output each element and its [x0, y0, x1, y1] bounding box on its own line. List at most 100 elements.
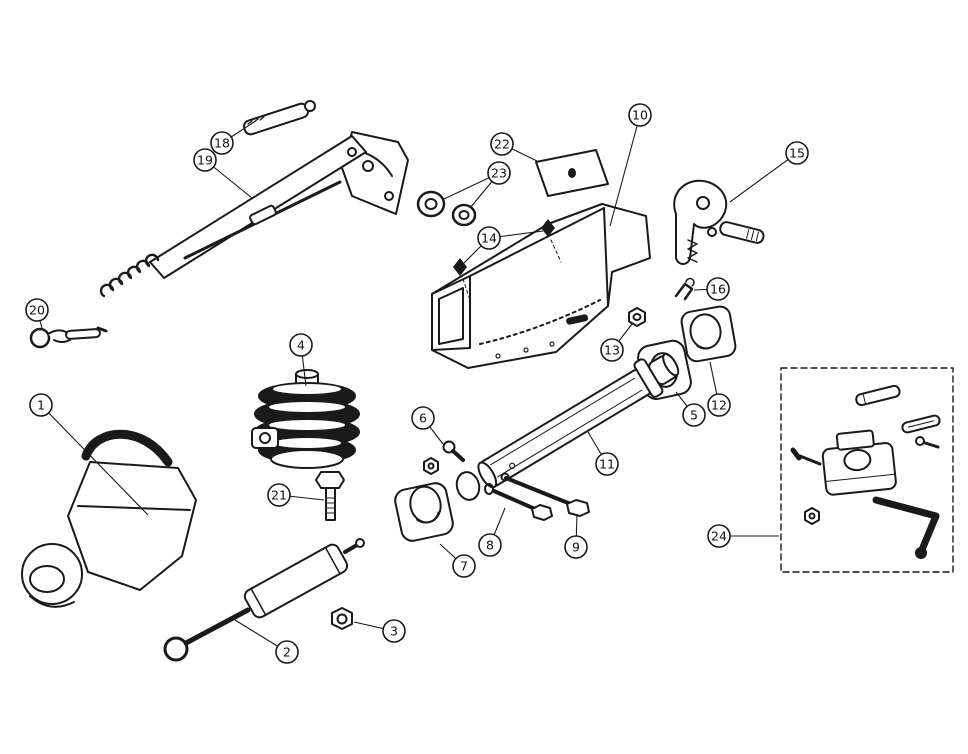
callout-circle-6: [411, 406, 435, 430]
callout-circle-4: [289, 333, 313, 357]
callout-number-24: 24: [711, 529, 727, 544]
callout-circle-16: [706, 277, 730, 301]
part-friction-plate: [535, 149, 609, 197]
callout-circle-22: [490, 132, 514, 156]
callout-9: 9: [564, 535, 588, 559]
callout-number-14: 14: [481, 231, 497, 246]
callout-circle-2: [275, 640, 299, 664]
part-handbrake-catch: [673, 179, 765, 265]
callout-circle-5: [682, 403, 706, 427]
callout-circle-24: [707, 524, 731, 548]
callout-number-19: 19: [197, 153, 213, 168]
callout-13: 13: [600, 338, 624, 362]
callout-4: 4: [289, 333, 313, 357]
callout-number-5: 5: [690, 408, 698, 423]
callout-number-9: 9: [572, 540, 580, 555]
part-bolt-long: [500, 472, 590, 517]
callout-number-13: 13: [604, 343, 620, 358]
callout-circle-18: [210, 131, 234, 155]
callout-number-16: 16: [710, 282, 726, 297]
callout-circle-14: [477, 226, 501, 250]
callout-number-23: 23: [491, 166, 507, 181]
part-rubber-bellows: [251, 369, 360, 469]
callout-10: 10: [628, 103, 652, 127]
callout-11: 11: [595, 452, 619, 476]
part-coupling-head: [21, 429, 197, 608]
service-kit-box: [780, 367, 954, 573]
callout-3: 3: [382, 619, 406, 643]
kit-box-layer: [780, 367, 954, 573]
part-drawbar-tube: [477, 353, 680, 489]
part-bearing-block-front: [394, 482, 454, 542]
callout-number-3: 3: [390, 624, 398, 639]
callout-circle-12: [707, 393, 731, 417]
callout-14: 14: [477, 226, 501, 250]
callout-number-6: 6: [419, 411, 427, 426]
part-washers: [416, 190, 477, 227]
part-washer-ring: [455, 471, 481, 501]
part-grease-screw: [423, 440, 465, 475]
callout-7: 7: [452, 554, 476, 578]
callout-16: 16: [706, 277, 730, 301]
callout-number-18: 18: [214, 136, 230, 151]
callout-circle-10: [628, 103, 652, 127]
leader-line-10: [609, 114, 641, 227]
part-shock-absorber: [163, 538, 365, 662]
callout-circle-19: [193, 148, 217, 172]
part-bearing-block-rear: [680, 305, 737, 363]
callout-circle-1: [29, 393, 53, 417]
callout-number-22: 22: [494, 137, 510, 152]
callout-20: 20: [25, 298, 49, 322]
callout-circle-8: [478, 533, 502, 557]
callout-8: 8: [478, 533, 502, 557]
part-bolt-short: [484, 483, 553, 521]
part-brake-rod-link: [243, 100, 316, 136]
part-shackle: [29, 326, 108, 349]
callout-5: 5: [682, 403, 706, 427]
callout-number-21: 21: [271, 488, 287, 503]
callout-15: 15: [785, 141, 809, 165]
callout-number-15: 15: [789, 146, 805, 161]
callout-number-4: 4: [297, 338, 305, 353]
callout-21: 21: [267, 483, 291, 507]
leader-line-1: [40, 404, 149, 516]
parts-layer: [21, 100, 954, 662]
part-drawbar-housing: [431, 203, 651, 369]
callout-24: 24: [707, 524, 731, 548]
callout-19: 19: [193, 148, 217, 172]
part-wedge-pair: [453, 219, 562, 301]
callout-number-10: 10: [632, 108, 648, 123]
callout-23: 23: [487, 161, 511, 185]
callout-number-7: 7: [460, 559, 468, 574]
callout-circle-3: [382, 619, 406, 643]
callout-circle-23: [487, 161, 511, 185]
callout-18: 18: [210, 131, 234, 155]
callout-circle-20: [25, 298, 49, 322]
callout-12: 12: [707, 393, 731, 417]
part-bolt-vertical: [315, 471, 345, 521]
callout-number-12: 12: [711, 398, 727, 413]
callout-2: 2: [275, 640, 299, 664]
part-spring-clip: [674, 277, 695, 301]
callout-circle-9: [564, 535, 588, 559]
callout-number-20: 20: [29, 303, 45, 318]
callout-6: 6: [411, 406, 435, 430]
part-service-kit: [790, 384, 941, 559]
callout-number-1: 1: [37, 398, 45, 413]
callout-circle-11: [595, 452, 619, 476]
callout-circle-13: [600, 338, 624, 362]
callout-circle-15: [785, 141, 809, 165]
callout-circle-21: [267, 483, 291, 507]
leader-line-15: [729, 152, 798, 203]
callout-number-11: 11: [599, 457, 615, 472]
callout-22: 22: [490, 132, 514, 156]
part-flange-nut: [628, 307, 646, 327]
part-handbrake-lever: [99, 131, 409, 298]
callout-number-2: 2: [283, 645, 291, 660]
callout-circle-7: [452, 554, 476, 578]
part-hex-nut: [331, 607, 353, 630]
callout-number-8: 8: [486, 538, 494, 553]
